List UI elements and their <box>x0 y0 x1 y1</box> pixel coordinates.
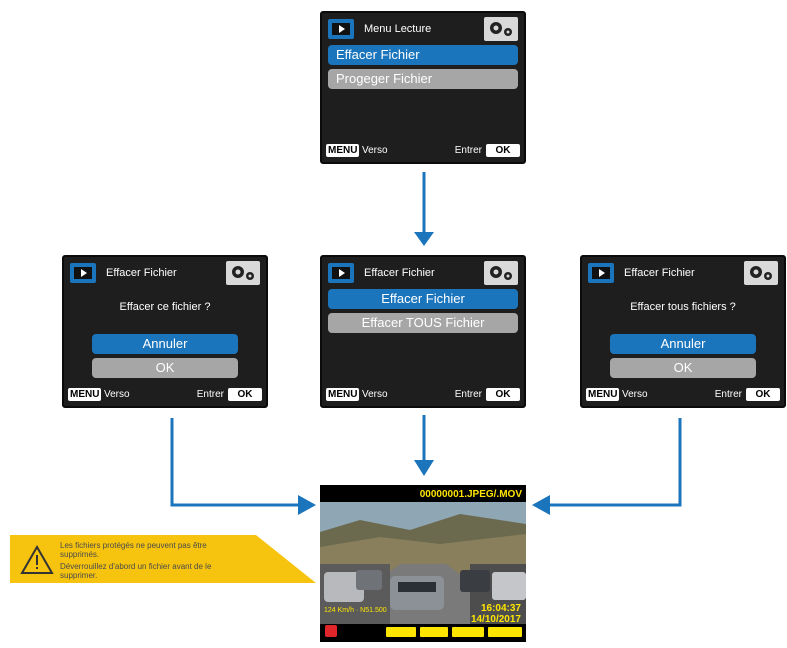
menu-key[interactable]: MENU <box>68 388 101 401</box>
verso-label: Verso <box>104 388 130 401</box>
warning-callout: Les fichiers protégés ne peuvent pas êtr… <box>10 535 320 587</box>
gear-icon <box>484 261 518 285</box>
arrowhead-left <box>298 495 316 515</box>
screen-effacer-ce-fichier: Effacer Fichier Effacer ce fichier ? Ann… <box>62 255 268 408</box>
ok-key[interactable]: OK <box>486 388 520 401</box>
screen-effacer-fichier: Effacer Fichier Effacer Fichier Effacer … <box>320 255 526 408</box>
menu-item-effacer[interactable]: Effacer Fichier <box>328 45 518 65</box>
screen-title: Effacer Fichier <box>364 267 435 279</box>
screen-footer: MENU Verso Entrer OK <box>586 388 780 402</box>
warning-line-1: Les fichiers protégés ne peuvent pas êtr… <box>60 541 240 559</box>
menu-key[interactable]: MENU <box>586 388 619 401</box>
menu-item-effacer-tous[interactable]: Effacer TOUS Fichier <box>328 313 518 333</box>
entrer-label: Entrer <box>455 388 482 401</box>
screen-footer: MENU Verso Entrer OK <box>326 388 520 402</box>
warning-triangle-icon <box>20 545 54 575</box>
ok-key[interactable]: OK <box>486 144 520 157</box>
verso-label: Verso <box>622 388 648 401</box>
playback-time: 16:04:37 <box>481 603 521 614</box>
screen-menu-lecture: Menu Lecture Effacer Fichier Progeger Fi… <box>320 11 526 164</box>
playback-speed: 124 Km/h · N51.500 <box>324 607 387 614</box>
play-pause-icon[interactable] <box>386 627 416 637</box>
arrowhead-center <box>414 460 434 476</box>
arrowhead-top <box>414 232 434 246</box>
option-ok[interactable]: OK <box>610 358 756 378</box>
menu-item-effacer-fichier[interactable]: Effacer Fichier <box>328 289 518 309</box>
down-icon[interactable] <box>452 627 484 637</box>
screen-playback: 00000001.JPEG/.MOV 124 Km/h · N51.500 16… <box>320 485 526 642</box>
entrer-label: Entrer <box>715 388 742 401</box>
confirm-question: Effacer ce fichier ? <box>64 301 266 313</box>
option-ok[interactable]: OK <box>92 358 238 378</box>
playback-filename: 00000001.JPEG/.MOV <box>420 489 522 500</box>
menu-key[interactable]: MENU <box>326 144 359 157</box>
up-icon[interactable] <box>488 627 522 637</box>
option-annuler[interactable]: Annuler <box>92 334 238 354</box>
playback-mode-icon <box>588 263 614 283</box>
playback-mode-icon <box>70 263 96 283</box>
entrer-label: Entrer <box>455 144 482 157</box>
screen-footer: MENU Verso Entrer OK <box>68 388 262 402</box>
gear-icon <box>744 261 778 285</box>
screen-effacer-tous-fichiers: Effacer Fichier Effacer tous fichiers ? … <box>580 255 786 408</box>
lock-icon <box>325 625 337 637</box>
stop-icon[interactable] <box>420 627 448 637</box>
verso-label: Verso <box>362 388 388 401</box>
entrer-label: Entrer <box>197 388 224 401</box>
gear-icon <box>484 17 518 41</box>
gear-icon <box>226 261 260 285</box>
playback-date: 14/10/2017 <box>471 614 521 625</box>
menu-item-proteger[interactable]: Progeger Fichier <box>328 69 518 89</box>
menu-key[interactable]: MENU <box>326 388 359 401</box>
ok-key[interactable]: OK <box>746 388 780 401</box>
option-annuler[interactable]: Annuler <box>610 334 756 354</box>
verso-label: Verso <box>362 144 388 157</box>
ok-key[interactable]: OK <box>228 388 262 401</box>
arrow-left-to-playback <box>172 418 300 505</box>
screen-title: Menu Lecture <box>364 23 431 35</box>
confirm-question: Effacer tous fichiers ? <box>582 301 784 313</box>
warning-line-2: Déverrouillez d'abord un fichier avant d… <box>60 562 250 580</box>
screen-title: Effacer Fichier <box>106 267 177 279</box>
screen-title: Effacer Fichier <box>624 267 695 279</box>
arrow-right-to-playback <box>548 418 680 505</box>
playback-mode-icon <box>328 263 354 283</box>
screen-footer: MENU Verso Entrer OK <box>326 144 520 158</box>
playback-mode-icon <box>328 19 354 39</box>
arrowhead-right <box>532 495 550 515</box>
